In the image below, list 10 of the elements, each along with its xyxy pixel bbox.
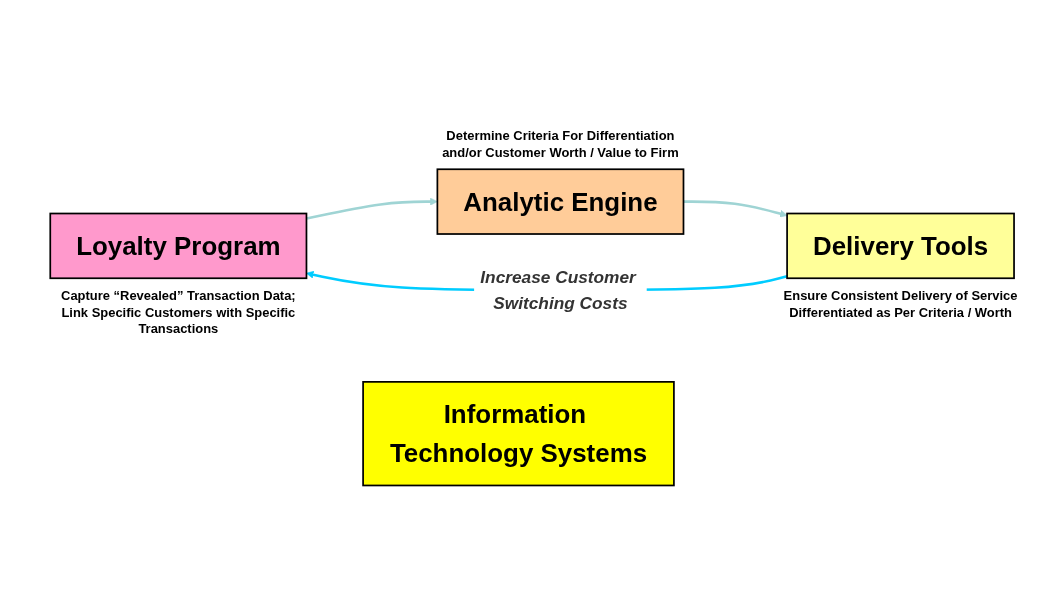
node-box: Information Technology Systems [362,381,675,487]
node-caption: Determine Criteria For Differentiation and/or Customer Worth / Value to Firm [441,127,680,161]
arrow [683,200,788,218]
node-box: Analytic Engine [436,168,685,236]
node-caption: Capture “Revealed” Transaction Data; Link Specific Customers with Specific Transactions [60,287,297,338]
node-caption: Ensure Consistent Delivery of Service Differentiated as Per Criteria / Worth [782,287,1019,321]
edge-label: Increase Customer Switching Costs [480,267,636,313]
node-box: Loyalty Program [49,212,308,280]
node-box: Delivery Tools [786,212,1015,280]
arrow [306,198,438,221]
